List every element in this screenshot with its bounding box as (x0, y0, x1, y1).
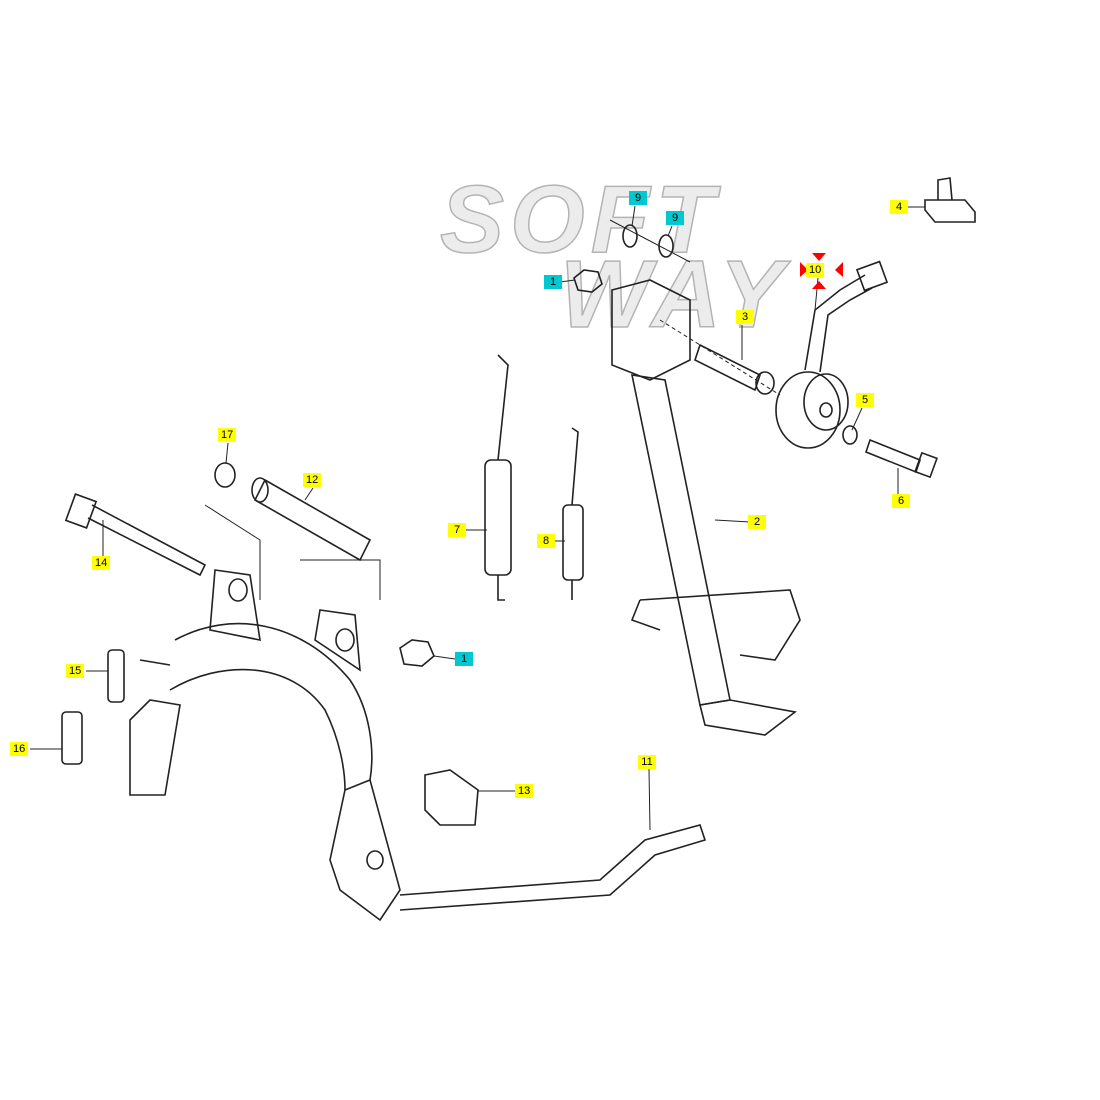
callout-9[interactable]: 9 (666, 211, 684, 225)
callout-9[interactable]: 9 (629, 191, 647, 205)
part-9-circlip (658, 234, 674, 258)
part-14-bolt (64, 493, 207, 577)
callout-5[interactable]: 5 (856, 393, 874, 407)
selection-marker-icon (800, 253, 843, 289)
part-16-spring (61, 711, 83, 765)
callout-1[interactable]: 1 (544, 275, 562, 289)
callout-17[interactable]: 17 (218, 428, 237, 442)
part-4-rubber-stop (924, 177, 976, 223)
part-7-spring (484, 354, 512, 601)
part-1-nut (573, 269, 603, 293)
part-9-circlip (622, 224, 638, 248)
callout-14[interactable]: 14 (92, 556, 111, 570)
callout-10-selected[interactable]: 10 (806, 263, 825, 277)
part-2-side-stand (611, 279, 801, 736)
callout-6[interactable]: 6 (892, 494, 910, 508)
callout-4[interactable]: 4 (890, 200, 908, 214)
callout-3[interactable]: 3 (736, 310, 754, 324)
callout-8[interactable]: 8 (537, 534, 555, 548)
callout-12[interactable]: 12 (303, 473, 322, 487)
watermark-way: WAY (559, 240, 790, 349)
callout-15[interactable]: 15 (66, 664, 85, 678)
part-13-rubber-block (424, 769, 479, 826)
part-disc (775, 371, 849, 449)
part-11-lever (399, 824, 707, 911)
part-10-bracket (804, 260, 889, 373)
callout-2[interactable]: 2 (748, 515, 766, 529)
callout-7[interactable]: 7 (448, 523, 466, 537)
part-5-washer (842, 425, 858, 445)
callout-1[interactable]: 1 (455, 652, 473, 666)
callout-16[interactable]: 16 (10, 742, 29, 756)
part-17-clip (214, 462, 236, 488)
part-15-spring (107, 649, 125, 703)
part-3-pivot-bolt (659, 319, 781, 396)
callout-11[interactable]: 11 (638, 755, 656, 769)
part-6-bolt (865, 438, 938, 479)
part-1-nut (399, 639, 435, 667)
part-centre-stand (129, 569, 401, 922)
callout-13[interactable]: 13 (515, 784, 534, 798)
part-8-spring (562, 427, 584, 600)
